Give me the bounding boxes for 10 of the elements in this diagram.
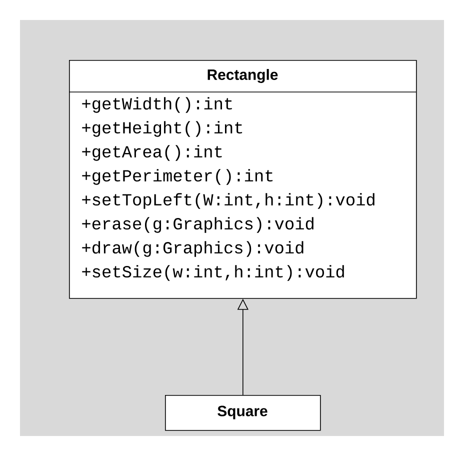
method-text: +getArea():int [82,145,222,161]
method-text: +getWidth():int [82,97,232,113]
class-name: Rectangle [208,69,278,83]
method-text: +getHeight():int [82,121,242,137]
method-text: +draw(g:Graphics):void [82,241,304,257]
class-name: Square [218,406,268,420]
method-text: +getPerimeter():int [82,169,273,185]
method-text: +setTopLeft(W:int,h:int):void [82,193,374,209]
method-text: +erase(g:Graphics):void [82,217,314,233]
method-text: +setSize(w:int,h:int):void [82,265,344,281]
